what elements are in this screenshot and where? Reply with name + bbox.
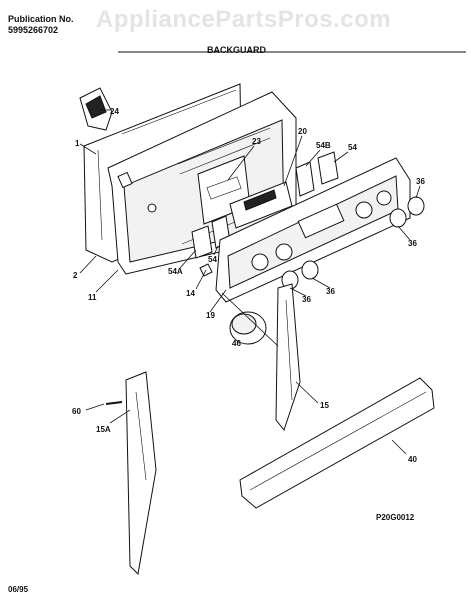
callout-54a: 54A (168, 267, 183, 276)
leader-36a (415, 185, 421, 199)
leader-54-lower (213, 245, 219, 256)
rear-panel-edge-top (121, 89, 237, 135)
leader-60 (85, 403, 105, 411)
section-title: BACKGUARD (207, 45, 266, 55)
panel-knob-hole-4 (376, 190, 392, 206)
leader-54-upper (333, 151, 349, 163)
switch-54a-part (191, 225, 213, 259)
switch-54-upper-part (317, 151, 339, 185)
rocker-switch-face (85, 95, 107, 119)
callout-2: 2 (73, 271, 78, 280)
leader-46 (221, 292, 279, 347)
callout-36-right: 36 (408, 239, 417, 248)
callout-54-upper: 54 (348, 143, 357, 152)
leader-15a (109, 409, 131, 424)
knob-36-upper-right (407, 196, 425, 216)
leader-20 (283, 135, 303, 187)
screw-60-part (105, 401, 123, 405)
leader-2 (79, 255, 97, 274)
callout-60: 60 (72, 407, 81, 416)
rear-panel-edge (97, 149, 103, 241)
callout-36-left: 36 (302, 295, 311, 304)
callout-15a: 15A (96, 425, 111, 434)
clock-display (243, 189, 277, 211)
panel-knob-hole-1 (251, 253, 269, 271)
leader-54b (305, 149, 321, 167)
knob-36-right (389, 208, 407, 228)
callout-11: 11 (88, 293, 97, 302)
end-bracket-15a-edge (135, 391, 147, 481)
publication-label: Publication No. (8, 14, 74, 24)
switch-54b-part (295, 161, 315, 197)
figure-code: P20G0012 (376, 513, 415, 522)
leader-19 (209, 289, 227, 313)
footer-date: 06/95 (8, 585, 29, 594)
watermark: AppliancePartsPros.com (96, 6, 392, 33)
leader-11 (95, 269, 119, 293)
lens-46-face (231, 313, 257, 335)
clock-bracket-window (206, 176, 242, 200)
callout-46: 46 (232, 339, 241, 348)
callout-14: 14 (186, 289, 195, 298)
knob-36-center (301, 260, 319, 280)
leader-36b (397, 225, 411, 241)
end-bracket-15-edge (285, 299, 293, 401)
callout-23: 23 (252, 137, 261, 146)
publication-number: 5995266702 (8, 25, 59, 35)
callout-40: 40 (408, 455, 417, 464)
callout-54b: 54B (316, 141, 331, 150)
end-bracket-15-part (275, 283, 301, 432)
frame-slot-mid (179, 137, 271, 175)
trim-40-part (239, 377, 435, 509)
callout-36-center: 36 (326, 287, 335, 296)
end-bracket-15a-part (125, 371, 157, 576)
leader-14 (195, 269, 207, 290)
leader-23 (227, 145, 255, 181)
callout-54-lower: 54 (208, 255, 217, 264)
callout-20: 20 (298, 127, 307, 136)
frame-slot-top (177, 127, 271, 165)
leader-15 (295, 381, 319, 404)
callout-15: 15 (320, 401, 329, 410)
frame-tab (117, 171, 133, 189)
panel-knob-hole-2 (275, 243, 293, 261)
leader-54a (179, 249, 197, 269)
callout-36-upper-right: 36 (416, 177, 425, 186)
leader-36d (289, 287, 307, 297)
frame-hole (147, 203, 157, 213)
callout-1: 1 (75, 139, 80, 148)
callout-19: 19 (206, 311, 215, 320)
panel-knob-hole-3 (355, 201, 373, 219)
leader-1 (79, 143, 97, 155)
leader-36c (311, 277, 331, 289)
control-panel-window (297, 203, 345, 239)
callout-24: 24 (110, 107, 119, 116)
leader-40 (391, 439, 407, 455)
trim-40-edge (249, 391, 427, 491)
